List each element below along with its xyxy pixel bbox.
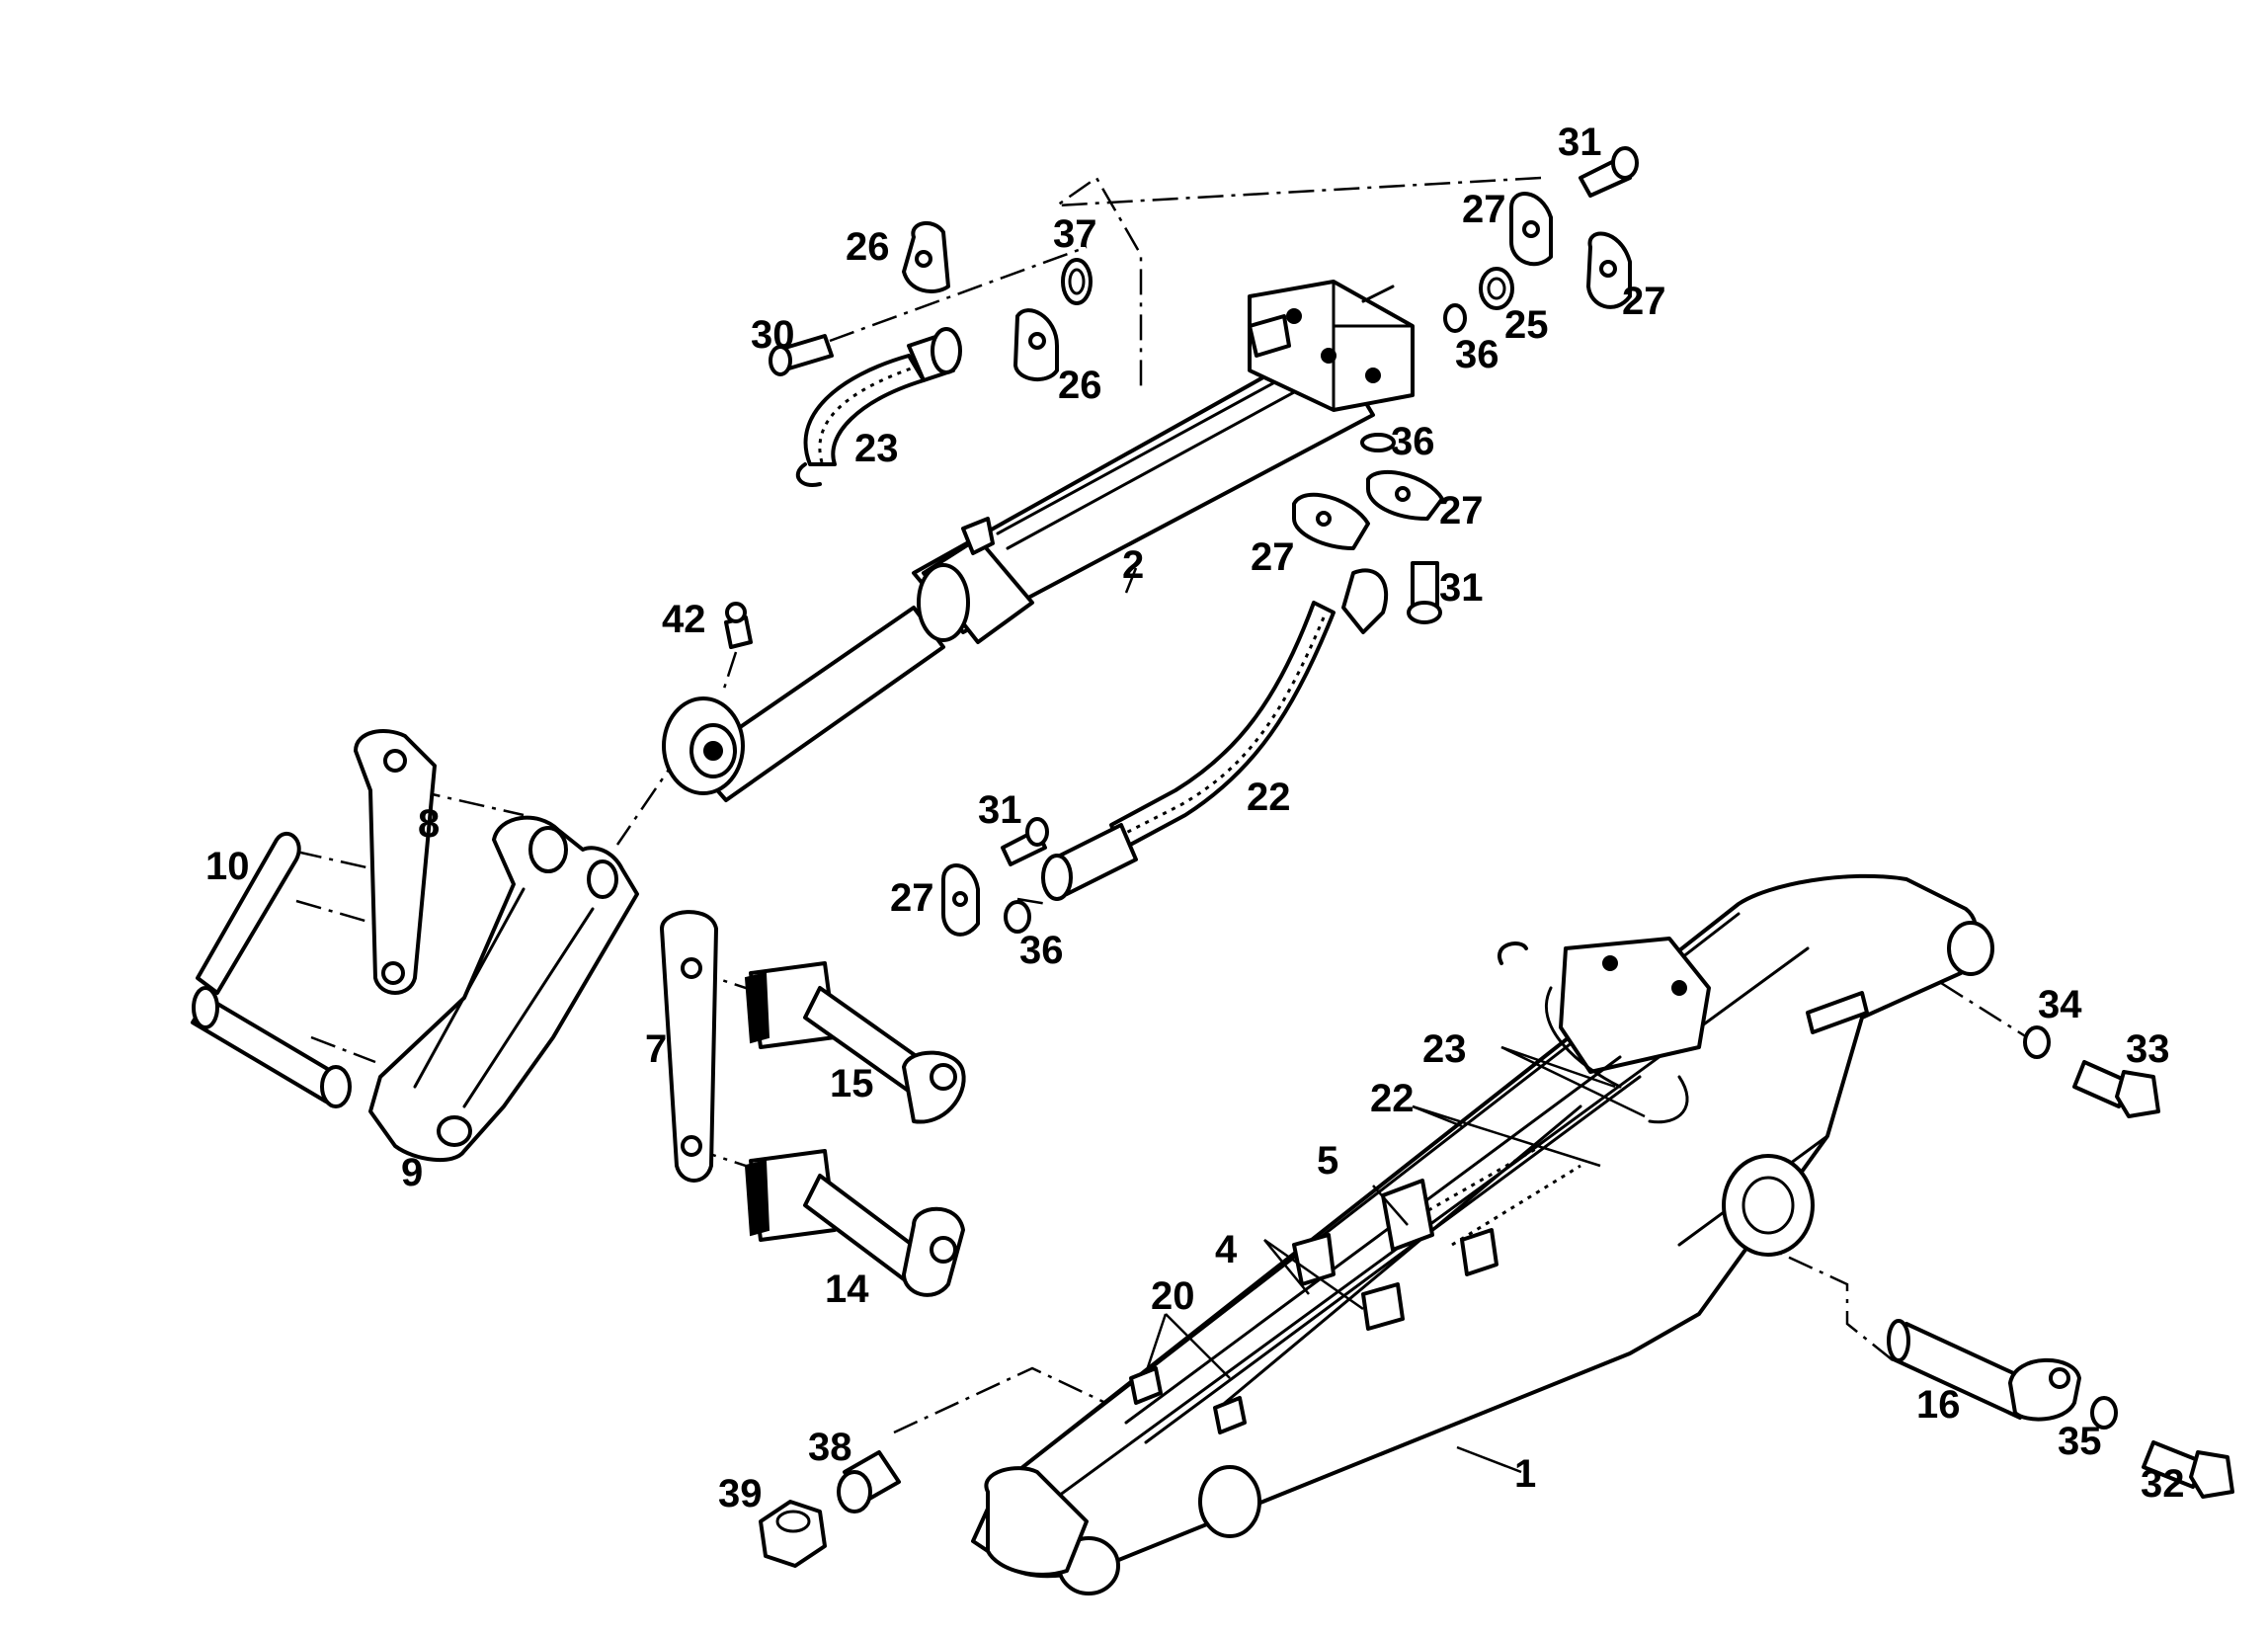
label-26-lower: 26 bbox=[1058, 364, 1102, 407]
washer-36-b bbox=[1360, 433, 1396, 452]
label-31-middle: 31 bbox=[1439, 566, 1484, 610]
label-26-upper: 26 bbox=[846, 225, 890, 269]
label-31-upper: 31 bbox=[1558, 121, 1602, 164]
nut-39 bbox=[759, 1500, 827, 1568]
bolt-32 bbox=[2142, 1440, 2234, 1499]
fitting-38 bbox=[837, 1450, 901, 1513]
washer-36-a bbox=[1443, 303, 1467, 333]
label-27-c: 27 bbox=[1439, 489, 1484, 532]
label-22-boom: 22 bbox=[1370, 1077, 1415, 1120]
callout-labels: 1 2 4 5 7 8 9 10 14 15 16 20 22 22 23 23… bbox=[205, 121, 2185, 1515]
label-22-lower: 22 bbox=[1247, 776, 1291, 819]
seal-25 bbox=[1479, 267, 1514, 310]
label-23-boom: 23 bbox=[1422, 1027, 1467, 1071]
label-15: 15 bbox=[830, 1062, 874, 1105]
washer-34 bbox=[2023, 1025, 2051, 1059]
label-42: 42 bbox=[662, 598, 706, 641]
pin-15 bbox=[744, 961, 966, 1124]
half-clamp-27-e bbox=[941, 863, 980, 937]
label-38: 38 bbox=[808, 1426, 852, 1469]
half-clamp-26-lower bbox=[1013, 308, 1059, 381]
link-8 bbox=[354, 729, 437, 995]
label-36-b: 36 bbox=[1391, 420, 1435, 463]
hose-upper bbox=[795, 327, 962, 487]
washer-36-c bbox=[1004, 900, 1031, 934]
label-20: 20 bbox=[1151, 1274, 1195, 1318]
label-35: 35 bbox=[2058, 1420, 2102, 1463]
label-37: 37 bbox=[1053, 212, 1097, 256]
bolt-31-lower bbox=[1001, 817, 1049, 866]
label-23-upper: 23 bbox=[854, 427, 899, 470]
bolt-31-middle bbox=[1407, 561, 1442, 624]
label-2: 2 bbox=[1122, 543, 1144, 587]
label-27-b: 27 bbox=[1622, 280, 1666, 323]
grease-nipple bbox=[721, 602, 753, 693]
half-clamp-27-d bbox=[1366, 469, 1444, 521]
label-5: 5 bbox=[1317, 1139, 1338, 1183]
label-39: 39 bbox=[718, 1472, 763, 1515]
label-36-a: 36 bbox=[1455, 333, 1499, 376]
bolt-30 bbox=[769, 334, 834, 376]
label-34: 34 bbox=[2038, 983, 2082, 1026]
label-30: 30 bbox=[751, 313, 795, 357]
label-7: 7 bbox=[645, 1027, 667, 1071]
half-clamp-27-c bbox=[1292, 492, 1370, 550]
label-32: 32 bbox=[2141, 1462, 2185, 1506]
label-4: 4 bbox=[1215, 1228, 1238, 1271]
label-31-lower: 31 bbox=[978, 788, 1022, 832]
label-8: 8 bbox=[418, 802, 440, 846]
washer-35 bbox=[2090, 1396, 2118, 1430]
link-7 bbox=[660, 910, 718, 1183]
label-16: 16 bbox=[1916, 1383, 1961, 1427]
half-clamp-26-upper bbox=[902, 221, 950, 293]
label-27-e: 27 bbox=[890, 876, 934, 920]
pin-14 bbox=[744, 1149, 965, 1297]
bolt-31-upper bbox=[1579, 146, 1639, 198]
hydraulic-cylinder bbox=[662, 280, 1415, 802]
label-25: 25 bbox=[1504, 303, 1549, 347]
label-1: 1 bbox=[1514, 1452, 1536, 1496]
label-14: 14 bbox=[825, 1268, 869, 1311]
label-9: 9 bbox=[401, 1151, 423, 1194]
label-33: 33 bbox=[2126, 1027, 2170, 1071]
label-27-d: 27 bbox=[1251, 535, 1295, 579]
label-27-a: 27 bbox=[1462, 188, 1506, 231]
pin-16 bbox=[1887, 1319, 2081, 1422]
label-10: 10 bbox=[205, 845, 250, 888]
bolt-33 bbox=[2072, 1060, 2160, 1118]
leader-lines bbox=[1124, 567, 1646, 1474]
lever-9 bbox=[368, 815, 639, 1163]
seal-ring-37 bbox=[1061, 258, 1093, 305]
label-36-c: 36 bbox=[1019, 929, 1064, 972]
hose-22 bbox=[1041, 568, 1389, 901]
boom-arm bbox=[971, 873, 1994, 1595]
half-clamp-27-b bbox=[1586, 231, 1632, 309]
pin-10 bbox=[191, 832, 352, 1108]
half-clamp-27-a bbox=[1509, 192, 1553, 267]
